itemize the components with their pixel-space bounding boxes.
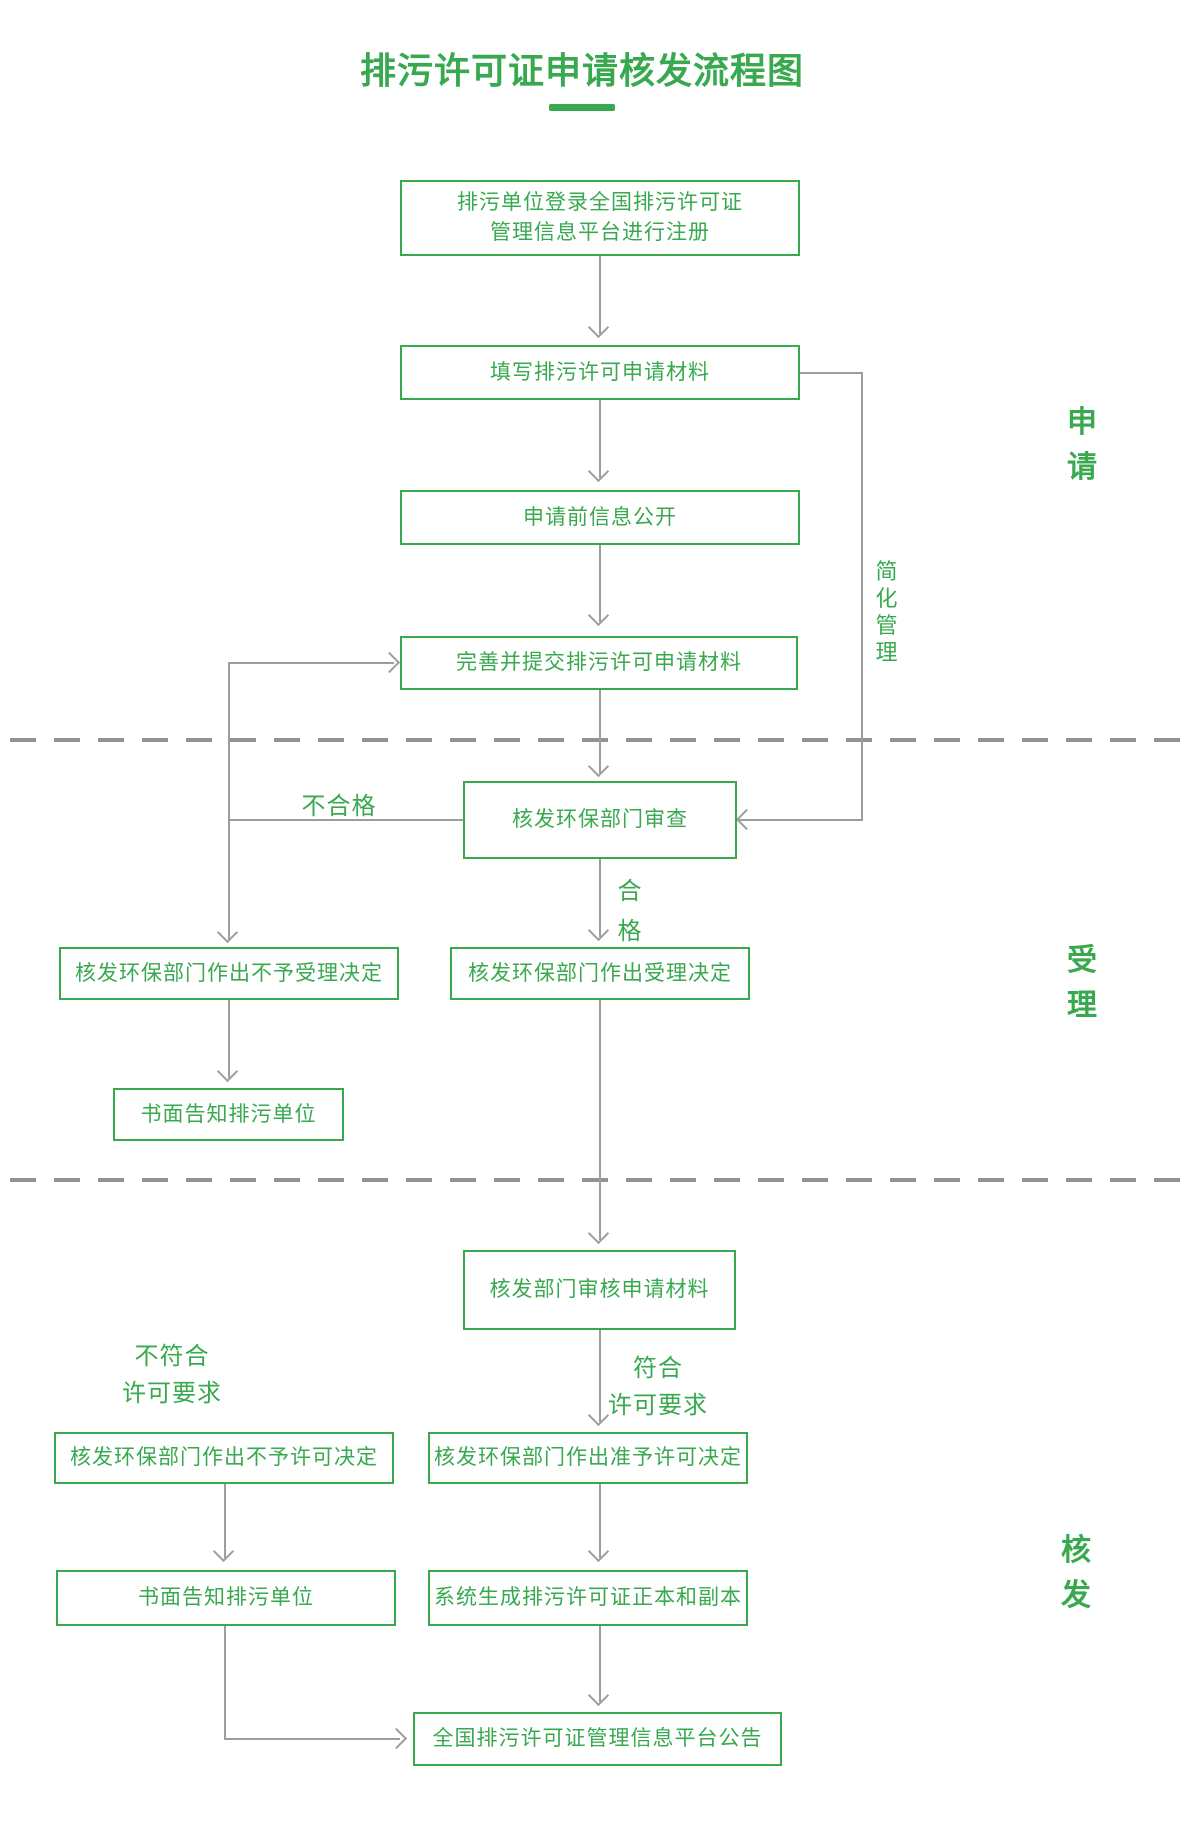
- simplified-path-line: [861, 372, 863, 821]
- arrowhead-down-icon: [216, 921, 239, 944]
- flow-node-platform-announcement: 全国排污许可证管理信息平台公告: [413, 1712, 782, 1766]
- connector-line: [228, 1000, 230, 1078]
- connector-line: [599, 1626, 601, 1702]
- connector-line: [599, 690, 601, 773]
- arrowhead-down-icon: [587, 1222, 610, 1245]
- flow-node-submit-application: 完善并提交排污许可申请材料: [400, 636, 798, 690]
- flow-node-department-review: 核发环保部门审查: [463, 781, 737, 859]
- edge-label-pass: 合格: [617, 878, 643, 945]
- flow-node-reject-acceptance: 核发环保部门作出不予受理决定: [59, 947, 399, 1000]
- connector-line: [599, 1484, 601, 1558]
- section-label-issue: 核发: [1061, 1534, 1091, 1612]
- arrowhead-down-icon: [587, 1684, 610, 1707]
- arrowhead-down-icon: [587, 316, 610, 339]
- flow-node-acceptance-decision: 核发环保部门作出受理决定: [450, 947, 750, 1000]
- flow-node-register: 排污单位登录全国排污许可证 管理信息平台进行注册: [400, 180, 800, 256]
- edge-label-simplified-management: 简化管理: [875, 559, 899, 665]
- flow-node-verify-materials: 核发部门审核申请材料: [463, 1250, 736, 1330]
- arrowhead-left-icon: [735, 808, 758, 831]
- fail-path-line: [228, 662, 230, 941]
- notice-path-line: [224, 1738, 400, 1740]
- section-label-accept: 受理: [1067, 944, 1097, 1022]
- title-underline: [549, 104, 615, 111]
- fail-path-line: [229, 662, 394, 664]
- connector-line: [599, 400, 601, 478]
- flow-node-deny-permit: 核发环保部门作出不予许可决定: [54, 1432, 394, 1484]
- flow-node-written-notice-issue: 书面告知排污单位: [56, 1570, 396, 1626]
- arrowhead-down-icon: [587, 1540, 610, 1563]
- edge-label-not-meet-requirements: 不符合 许可要求: [122, 1343, 222, 1407]
- fail-path-line: [229, 819, 463, 821]
- connector-line: [599, 545, 601, 622]
- connector-line: [599, 1330, 601, 1422]
- arrowhead-down-icon: [587, 460, 610, 483]
- connector-line: [599, 256, 601, 334]
- flow-node-written-notice-acceptance: 书面告知排污单位: [113, 1088, 344, 1141]
- flow-node-generate-certificate: 系统生成排污许可证正本和副本: [428, 1570, 748, 1626]
- connector-line: [599, 859, 601, 937]
- flow-node-fill-application: 填写排污许可申请材料: [400, 345, 800, 400]
- connector-line: [224, 1484, 226, 1558]
- flow-node-pre-disclosure: 申请前信息公开: [400, 490, 800, 545]
- arrowhead-right-icon: [378, 651, 401, 674]
- arrowhead-right-icon: [385, 1727, 408, 1750]
- edge-label-meet-requirements: 符合 许可要求: [608, 1355, 708, 1419]
- flow-node-grant-permit: 核发环保部门作出准予许可决定: [428, 1432, 748, 1484]
- arrowhead-down-icon: [587, 919, 610, 942]
- connector-line: [599, 1000, 601, 1240]
- simplified-path-line: [800, 372, 863, 374]
- arrowhead-down-icon: [216, 1060, 239, 1083]
- arrowhead-down-icon: [587, 604, 610, 627]
- simplified-path-line: [737, 819, 863, 821]
- arrowhead-down-icon: [587, 755, 610, 778]
- edge-label-fail: 不合格: [301, 793, 377, 820]
- page-title: 排污许可证申请核发流程图: [359, 50, 804, 91]
- arrowhead-down-icon: [212, 1540, 235, 1563]
- notice-path-line: [224, 1626, 226, 1740]
- section-label-apply: 申请: [1067, 406, 1097, 484]
